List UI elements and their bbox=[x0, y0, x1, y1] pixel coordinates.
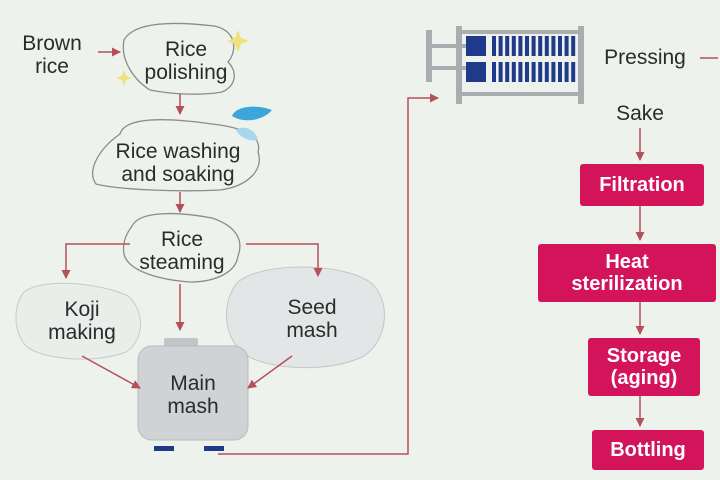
main-mash-tank bbox=[137, 338, 249, 451]
koji-making-blob bbox=[15, 282, 141, 360]
press-plate bbox=[511, 62, 516, 82]
filter-press-icon bbox=[426, 26, 584, 104]
press-plate bbox=[551, 62, 556, 82]
press-plate bbox=[538, 36, 543, 56]
press-plate bbox=[564, 62, 569, 82]
box-storage: Storage (aging) bbox=[588, 338, 700, 396]
press-plate bbox=[571, 62, 576, 82]
press-plate bbox=[505, 62, 510, 82]
press-plate bbox=[498, 62, 503, 82]
label-koji-making: Koji making bbox=[48, 298, 116, 344]
press-plate bbox=[466, 36, 486, 56]
press-plate bbox=[518, 62, 523, 82]
press-plate bbox=[492, 62, 496, 82]
press-plate bbox=[531, 36, 536, 56]
press-plate bbox=[518, 36, 523, 56]
washing-outline bbox=[92, 119, 260, 192]
press-plate bbox=[525, 62, 529, 82]
label-main-mash: Main mash bbox=[167, 372, 219, 418]
press-plate bbox=[538, 62, 543, 82]
steaming-outline bbox=[122, 212, 241, 283]
label-rice-polishing: Rice polishing bbox=[144, 38, 228, 84]
press-plate bbox=[525, 36, 529, 56]
label-seed-mash: Seed mash bbox=[286, 296, 338, 342]
sparkle-icon bbox=[116, 70, 132, 86]
label-rice-washing: Rice washing and soaking bbox=[115, 140, 241, 186]
box-heat-sterilization: Heat sterilization bbox=[538, 244, 716, 302]
press-plate bbox=[551, 36, 556, 56]
label-brown-rice: Brown rice bbox=[22, 32, 82, 78]
water-drop-icon bbox=[232, 106, 272, 141]
press-plate bbox=[558, 36, 562, 56]
press-plate bbox=[466, 62, 486, 82]
label-pressing: Pressing bbox=[604, 46, 686, 69]
press-plate bbox=[571, 36, 576, 56]
press-plate bbox=[505, 36, 510, 56]
sparkle-icon bbox=[227, 30, 249, 52]
press-plate bbox=[531, 62, 536, 82]
press-plate bbox=[511, 36, 516, 56]
box-filtration: Filtration bbox=[580, 164, 704, 206]
press-plate bbox=[544, 36, 549, 56]
press-plate bbox=[498, 36, 503, 56]
label-rice-steaming: Rice steaming bbox=[139, 228, 225, 274]
label-sake: Sake bbox=[616, 102, 664, 125]
box-bottling: Bottling bbox=[592, 430, 704, 470]
press-plate bbox=[544, 62, 549, 82]
press-plate bbox=[492, 36, 496, 56]
press-plate bbox=[558, 62, 562, 82]
press-plate bbox=[564, 36, 569, 56]
polishing-outline bbox=[122, 22, 235, 95]
